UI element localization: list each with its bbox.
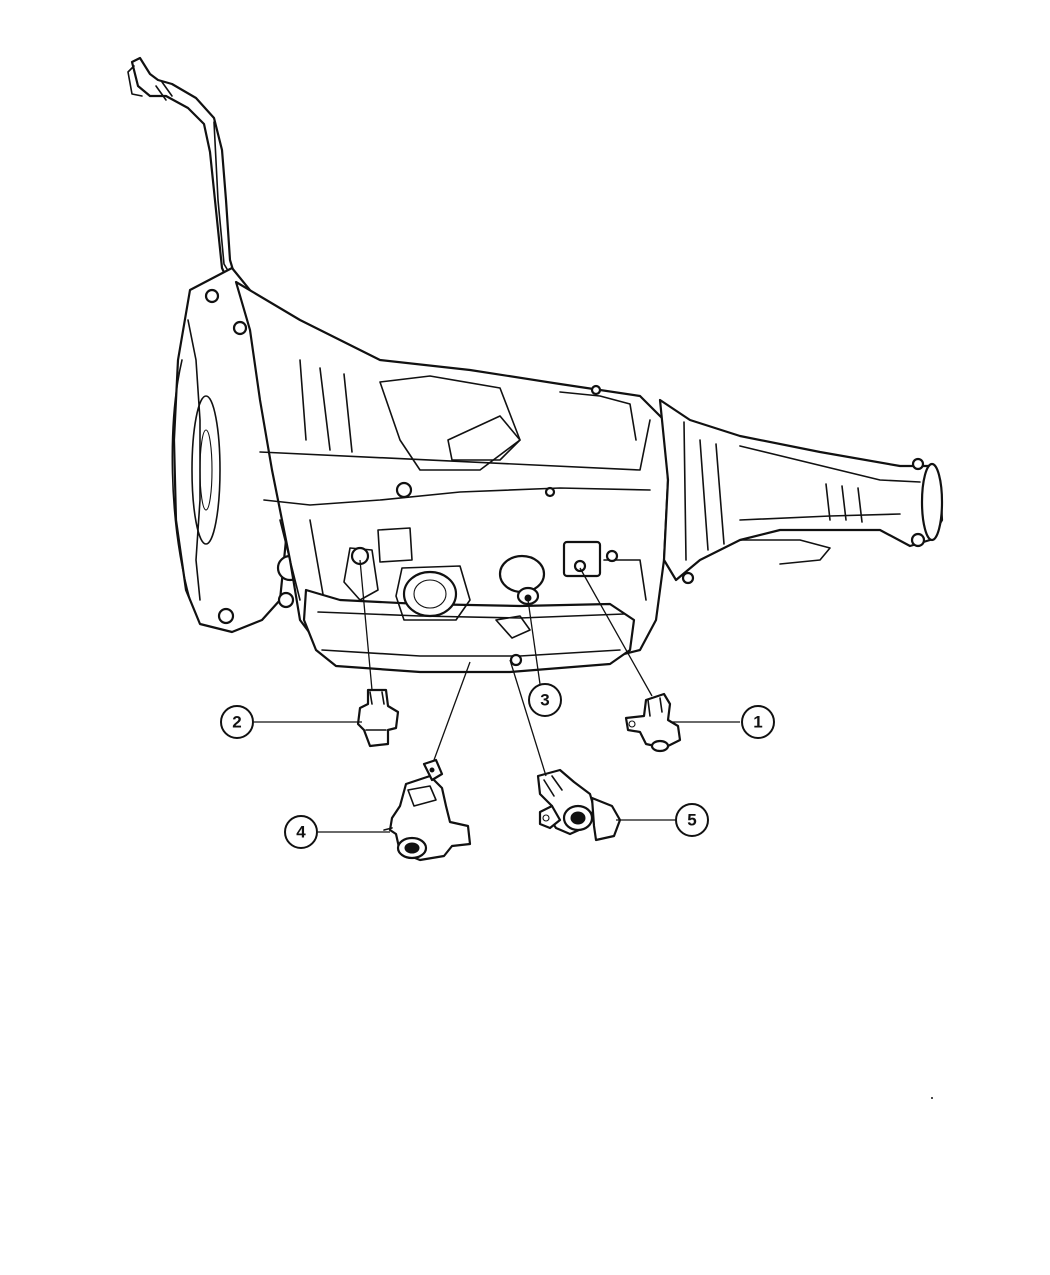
transmission-housing xyxy=(171,266,944,674)
leader-1-case xyxy=(579,567,653,697)
callout-4-label: 4 xyxy=(296,823,306,842)
callout-2-label: 2 xyxy=(232,713,241,732)
callout-5: 5 xyxy=(675,803,709,837)
leader-5-case xyxy=(509,659,547,777)
part-5-sensor xyxy=(536,768,622,842)
callout-1-label: 1 xyxy=(753,713,762,732)
leader-3 xyxy=(527,599,541,685)
leader-2-case xyxy=(359,559,373,691)
callout-4: 4 xyxy=(284,815,318,849)
callout-5-label: 5 xyxy=(687,811,696,830)
stray-dot xyxy=(931,1097,933,1099)
dipstick-tube xyxy=(127,56,248,304)
leader-4-case xyxy=(433,661,471,761)
callout-3: 3 xyxy=(528,683,562,717)
part-4-solenoid xyxy=(383,758,472,862)
part-2-sensor xyxy=(356,688,400,748)
part-1-sensor xyxy=(624,692,682,753)
callout-2: 2 xyxy=(220,705,254,739)
leader-lines xyxy=(254,559,740,833)
callout-3-label: 3 xyxy=(540,691,549,710)
callout-1: 1 xyxy=(741,705,775,739)
